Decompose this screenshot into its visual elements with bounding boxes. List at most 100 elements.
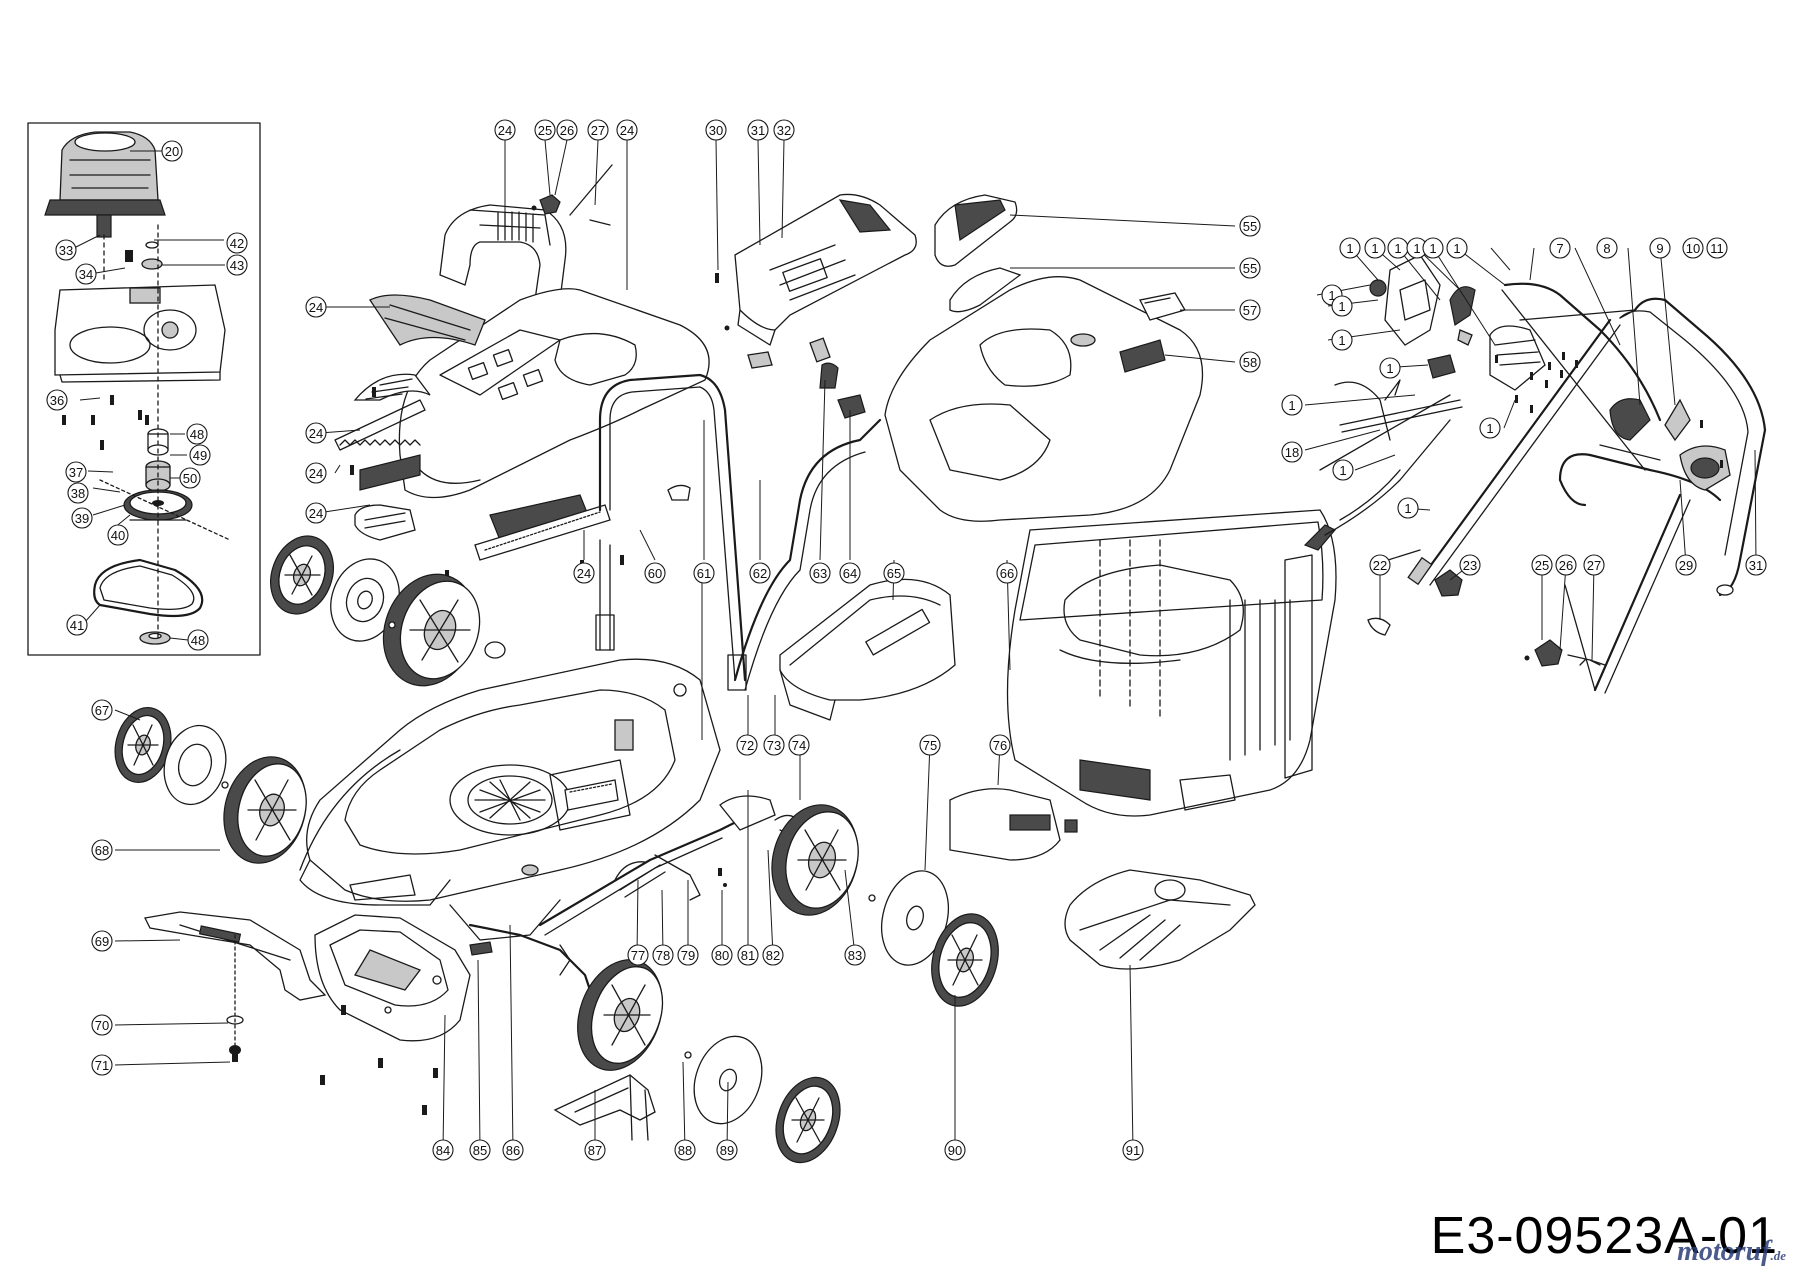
callout-number: 23 bbox=[1463, 558, 1477, 573]
callout-bubble-76: 76 bbox=[989, 734, 1011, 756]
motor-plate bbox=[54, 284, 226, 383]
callout-number: 91 bbox=[1126, 1143, 1140, 1158]
callout-number: 1 bbox=[1429, 241, 1436, 256]
callout-number: 87 bbox=[588, 1143, 602, 1158]
wheel-67-disc bbox=[163, 724, 229, 806]
callout-bubble-25: 25 bbox=[1531, 554, 1553, 576]
callout-bubble-84: 84 bbox=[432, 1139, 454, 1161]
callout-number: 24 bbox=[620, 123, 634, 138]
callout-number: 1 bbox=[1371, 241, 1378, 256]
callout-number: 43 bbox=[230, 258, 244, 273]
callout-bubble-11: 11 bbox=[1706, 237, 1728, 259]
callout-number: 81 bbox=[741, 948, 755, 963]
callout-bubble-49: 49 bbox=[189, 444, 211, 466]
callout-bubble-83: 83 bbox=[844, 944, 866, 966]
callout-number: 89 bbox=[720, 1143, 734, 1158]
wheels bbox=[114, 535, 999, 1164]
callout-bubble-1: 1 bbox=[1331, 295, 1353, 317]
callout-number: 27 bbox=[1587, 558, 1601, 573]
deck-fan bbox=[474, 779, 546, 821]
callout-bubble-48: 48 bbox=[186, 423, 208, 445]
callout-number: 66 bbox=[1000, 566, 1014, 581]
callout-bubble-72: 72 bbox=[736, 734, 758, 756]
callout-number: 49 bbox=[193, 448, 207, 463]
callout-number: 24 bbox=[309, 300, 323, 315]
callout-number: 71 bbox=[95, 1058, 109, 1073]
handle-tubes bbox=[595, 373, 882, 691]
callout-number: 39 bbox=[75, 511, 89, 526]
callout-bubble-75: 75 bbox=[919, 734, 941, 756]
callout-bubble-80: 80 bbox=[711, 944, 733, 966]
callout-number: 75 bbox=[923, 738, 937, 753]
callout-bubble-70: 70 bbox=[91, 1014, 113, 1036]
callout-bubble-38: 38 bbox=[67, 482, 89, 504]
callout-bubble-29: 29 bbox=[1675, 554, 1697, 576]
callout-number: 1 bbox=[1486, 421, 1493, 436]
callout-bubble-68: 68 bbox=[91, 839, 113, 861]
callout-bubble-79: 79 bbox=[677, 944, 699, 966]
callout-bubble-24: 24 bbox=[573, 562, 595, 584]
callout-number: 1 bbox=[1413, 241, 1420, 256]
callout-bubble-23: 23 bbox=[1459, 554, 1481, 576]
callout-bubble-61: 61 bbox=[693, 562, 715, 584]
wheel-68-tire bbox=[223, 756, 307, 864]
callout-bubble-26: 26 bbox=[1555, 554, 1577, 576]
callout-number: 26 bbox=[560, 123, 574, 138]
callout-number: 1 bbox=[1386, 361, 1393, 376]
callout-bubble-64: 64 bbox=[839, 562, 861, 584]
callout-bubble-1: 1 bbox=[1332, 459, 1354, 481]
chute-91 bbox=[1064, 869, 1256, 970]
rear-flap-65 bbox=[779, 578, 956, 721]
callout-number: 78 bbox=[656, 948, 670, 963]
callout-bubble-73: 73 bbox=[763, 734, 785, 756]
callout-bubble-41: 41 bbox=[66, 614, 88, 636]
callout-number: 10 bbox=[1686, 241, 1700, 256]
wheel-89-disc bbox=[684, 1035, 763, 1125]
callout-bubble-1: 1 bbox=[1479, 417, 1501, 439]
callout-number: 1 bbox=[1338, 333, 1345, 348]
callout-number: 37 bbox=[69, 465, 83, 480]
callout-number: 40 bbox=[111, 528, 125, 543]
callout-number: 55 bbox=[1243, 219, 1257, 234]
bracket-87 bbox=[553, 1074, 656, 1141]
grass-bag-lid bbox=[884, 276, 1204, 522]
callout-bubble-50: 50 bbox=[179, 467, 201, 489]
callout-number: 1 bbox=[1404, 501, 1411, 516]
wheel-75-disc bbox=[881, 870, 949, 966]
callout-number: 24 bbox=[577, 566, 591, 581]
callout-bubble-36: 36 bbox=[46, 389, 68, 411]
callout-bubble-58: 58 bbox=[1239, 351, 1261, 373]
callout-number: 67 bbox=[95, 703, 109, 718]
callout-bubble-39: 39 bbox=[71, 507, 93, 529]
blade-69 bbox=[144, 911, 327, 1062]
drawing-code: E3-09523A-01 bbox=[1430, 1207, 1778, 1265]
callout-bubble-24: 24 bbox=[305, 502, 327, 524]
wheel-89-hubcap bbox=[775, 1076, 841, 1164]
callout-bubble-57: 57 bbox=[1239, 299, 1261, 321]
callout-number: 1 bbox=[1338, 299, 1345, 314]
callout-bubble-77: 77 bbox=[627, 944, 649, 966]
callout-bubble-43: 43 bbox=[226, 254, 248, 276]
callout-bubble-74: 74 bbox=[788, 734, 810, 756]
callout-number: 1 bbox=[1453, 241, 1460, 256]
callout-bubble-91: 91 bbox=[1122, 1139, 1144, 1161]
mower-deck bbox=[299, 641, 721, 941]
callout-bubble-27: 27 bbox=[1583, 554, 1605, 576]
callout-number: 63 bbox=[813, 566, 827, 581]
callout-bubble-60: 60 bbox=[644, 562, 666, 584]
callout-bubble-26: 26 bbox=[556, 119, 578, 141]
callout-bubble-1: 1 bbox=[1397, 497, 1419, 519]
callout-bubble-31: 31 bbox=[1745, 554, 1767, 576]
callout-number: 26 bbox=[1559, 558, 1573, 573]
callout-number: 1 bbox=[1339, 463, 1346, 478]
callout-number: 41 bbox=[70, 618, 84, 633]
callout-bubble-32: 32 bbox=[773, 119, 795, 141]
callout-number: 24 bbox=[309, 466, 323, 481]
callout-number: 48 bbox=[191, 633, 205, 648]
callout-number: 74 bbox=[792, 738, 806, 753]
callout-number: 64 bbox=[843, 566, 857, 581]
callout-number: 60 bbox=[648, 566, 662, 581]
bag-clip-76 bbox=[949, 788, 1078, 861]
callout-number: 31 bbox=[751, 123, 765, 138]
